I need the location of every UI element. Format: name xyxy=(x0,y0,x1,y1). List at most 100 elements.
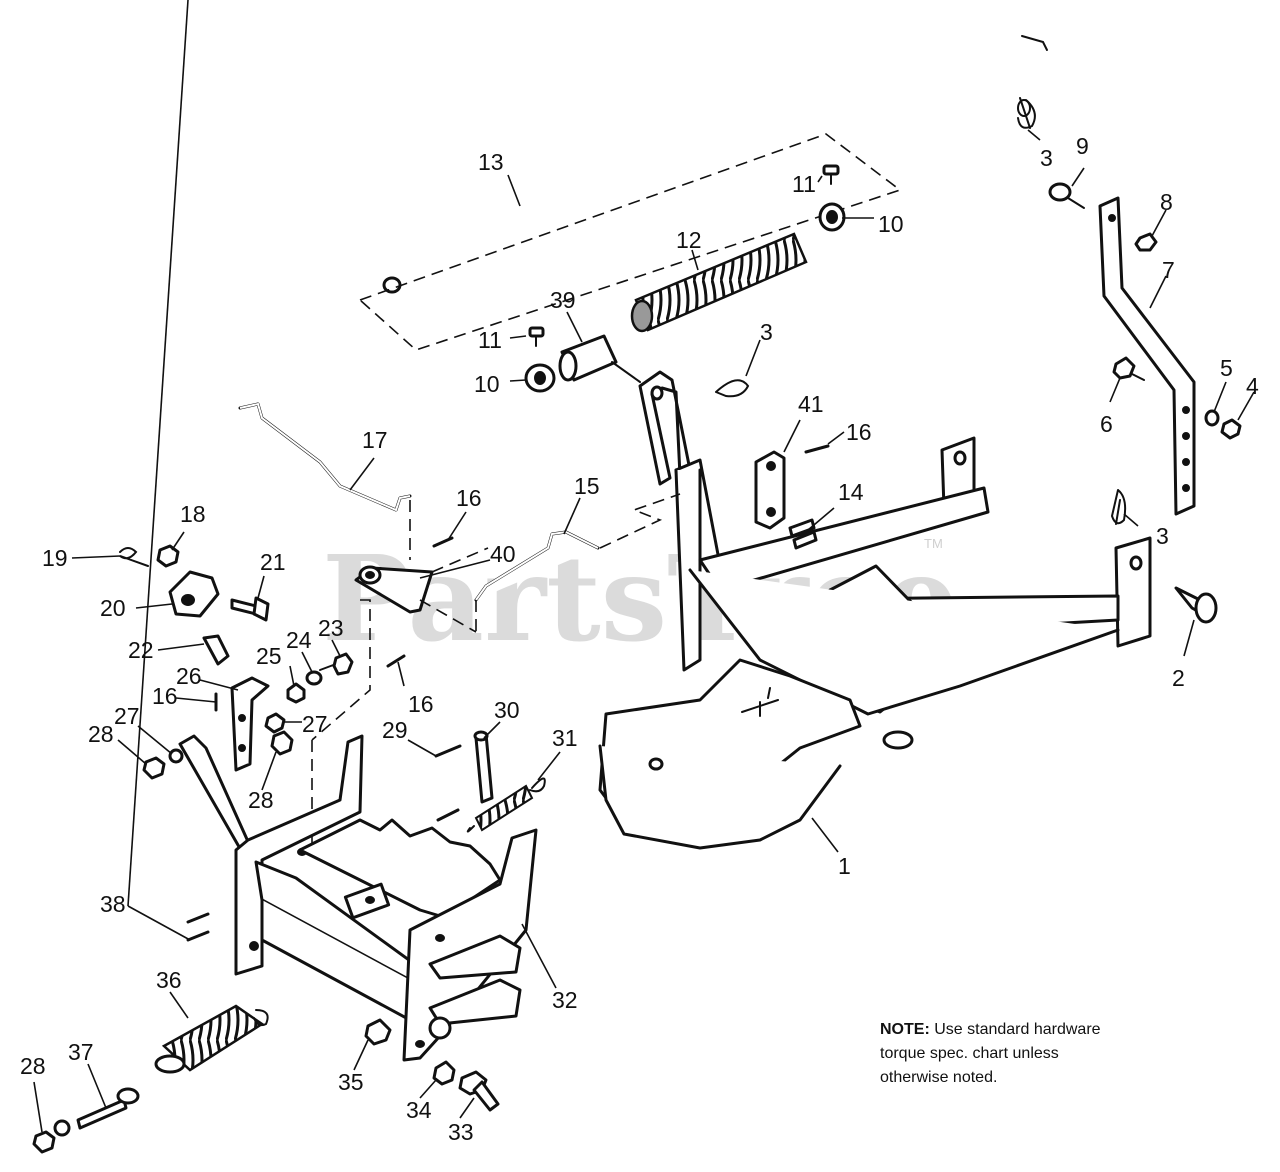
callout-28: 28 xyxy=(248,787,274,813)
callout-36: 36 xyxy=(156,967,182,993)
note-label: NOTE: xyxy=(880,1021,930,1038)
part-9-eye-bolt xyxy=(1048,182,1085,209)
part-28-nut-lower-a xyxy=(32,1130,56,1154)
part-11-screw-lower xyxy=(528,326,545,347)
part-2-clevis-pin xyxy=(1174,586,1218,624)
part-14-pins xyxy=(788,518,818,550)
callout-2: 2 xyxy=(1172,665,1185,691)
callout-11: 11 xyxy=(478,327,502,353)
part-16-cotter-pin-upper xyxy=(804,444,830,454)
part-37-eye-bolt xyxy=(76,1087,140,1130)
callout-5: 5 xyxy=(1220,355,1233,381)
callout-35: 35 xyxy=(338,1069,364,1095)
callout-10: 10 xyxy=(878,211,904,237)
assembly-outline-bracket xyxy=(419,547,489,633)
callout-41: 41 xyxy=(798,391,824,417)
part-17-control-rod xyxy=(238,402,412,560)
callout-10: 10 xyxy=(474,371,500,397)
part-13-lift-rod xyxy=(382,35,1048,294)
part-38-cotter-pin-upper xyxy=(186,912,210,924)
callout-12: 12 xyxy=(676,227,702,253)
callout-13: 13 xyxy=(478,149,504,175)
torque-note: NOTE: Use standard hardware torque spec.… xyxy=(880,1018,1180,1090)
part-29-pin-lower xyxy=(436,808,460,822)
part-10-spacer-upper xyxy=(818,202,846,232)
part-31-tension-spring xyxy=(466,777,546,833)
note-line-1: Use standard hardware xyxy=(934,1021,1101,1038)
callout-labels: 1 2 3 3 3 4 5 6 7 8 9 10 10 11 11 12 13 … xyxy=(20,133,1259,1145)
part-22-fitting xyxy=(202,634,230,666)
callout-32: 32 xyxy=(552,987,578,1013)
callout-6: 6 xyxy=(1100,411,1113,437)
part-39-pivot-tube xyxy=(558,334,641,383)
part-28-nut-right xyxy=(270,730,294,756)
part-38-cotter-pin-lower xyxy=(186,930,210,942)
part-23-bolt xyxy=(319,652,354,676)
part-30-pin xyxy=(473,730,494,804)
callout-27: 27 xyxy=(114,703,140,729)
callout-28: 28 xyxy=(88,721,114,747)
assembly-outline-lever xyxy=(311,599,371,850)
part-29-pin-upper xyxy=(434,744,462,758)
callout-19: 19 xyxy=(42,545,68,571)
part-27-nut-right xyxy=(264,712,286,734)
callout-24: 24 xyxy=(286,627,312,653)
part-27-lock-washer-left xyxy=(168,748,184,764)
part-19-hairpin xyxy=(119,547,149,567)
callout-31: 31 xyxy=(552,725,578,751)
callout-22: 22 xyxy=(128,637,154,663)
callout-29: 29 xyxy=(382,717,408,743)
callout-7: 7 xyxy=(1162,257,1175,283)
callout-8: 8 xyxy=(1160,189,1173,215)
part-4-nut xyxy=(1220,418,1242,440)
callout-16: 16 xyxy=(456,485,482,511)
callout-11: 11 xyxy=(792,171,816,197)
part-8-nut xyxy=(1134,232,1158,252)
callout-14: 14 xyxy=(838,479,864,505)
callout-37: 37 xyxy=(68,1039,94,1065)
callout-3: 3 xyxy=(760,319,773,345)
callout-38: 38 xyxy=(100,891,126,917)
callout-3: 3 xyxy=(1040,145,1053,171)
callout-15: 15 xyxy=(574,473,600,499)
assembly-outline-rod xyxy=(475,493,681,632)
assembly-outline-spring xyxy=(358,133,902,351)
part-36-extension-spring xyxy=(154,1004,269,1074)
callout-17: 17 xyxy=(362,427,388,453)
watermark-trademark: TM xyxy=(924,536,943,551)
control-lever-arm xyxy=(178,734,252,854)
callout-25: 25 xyxy=(256,643,282,669)
part-15-rod xyxy=(474,530,600,602)
callout-30: 30 xyxy=(494,697,520,723)
part-26-bracket xyxy=(230,676,270,772)
part-35-nut xyxy=(364,1018,392,1046)
part-24-washer xyxy=(305,670,323,686)
part-3-hairpin-top xyxy=(1017,97,1036,129)
part-3-hairpin-middle xyxy=(715,379,750,398)
leader-lines xyxy=(33,0,1255,1133)
part-7-lift-link xyxy=(1098,196,1196,516)
part-40-bracket-plate xyxy=(354,565,434,614)
part-18-nut xyxy=(156,544,180,568)
callout-20: 20 xyxy=(100,595,126,621)
callout-1: 1 xyxy=(838,853,851,879)
part-28-nut-left xyxy=(142,756,166,780)
callout-23: 23 xyxy=(318,615,344,641)
part-25-nut xyxy=(286,682,306,704)
part-5-lock-washer xyxy=(1204,409,1220,427)
callout-16: 16 xyxy=(408,691,434,717)
callout-4: 4 xyxy=(1246,373,1259,399)
part-3-hairpin-right xyxy=(1110,489,1127,525)
part-32-control-bracket xyxy=(234,734,538,1062)
callout-33: 33 xyxy=(448,1119,474,1145)
note-line-3: otherwise noted. xyxy=(880,1069,998,1086)
callout-16: 16 xyxy=(846,419,872,445)
callout-27: 27 xyxy=(302,711,328,737)
callout-21: 21 xyxy=(260,549,286,575)
callout-40: 40 xyxy=(490,541,516,567)
callout-28: 28 xyxy=(20,1053,46,1079)
part-34-nut xyxy=(432,1060,456,1086)
part-12-compression-spring xyxy=(630,232,808,333)
callout-26: 26 xyxy=(176,663,202,689)
